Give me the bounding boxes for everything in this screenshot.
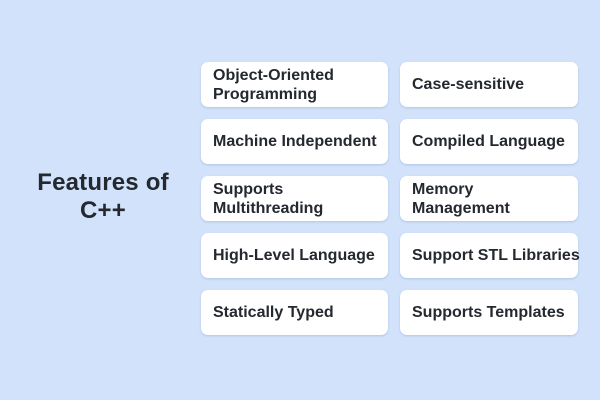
feature-card-case-sensitive: Case-sensitive <box>400 62 578 107</box>
feature-card-compiled-language: Compiled Language <box>400 119 578 164</box>
feature-card-supports-multithreading: Supports Multithreading <box>201 176 388 221</box>
page-title: Features of C++ <box>37 169 169 224</box>
feature-card-support-stl-libraries: Support STL Libraries <box>400 233 580 278</box>
feature-card-supports-templates: Supports Templates <box>400 290 578 335</box>
feature-card-machine-independent: Machine Independent <box>201 119 388 164</box>
feature-column-right: Case-sensitive Compiled Language Memory … <box>400 62 580 335</box>
feature-card-object-oriented-programming: Object-Oriented Programming <box>201 62 388 107</box>
feature-column-left: Object-Oriented Programming Machine Inde… <box>201 62 388 335</box>
feature-card-high-level-language: High-Level Language <box>201 233 388 278</box>
feature-card-memory-management: Memory Management <box>400 176 578 221</box>
feature-card-statically-typed: Statically Typed <box>201 290 388 335</box>
